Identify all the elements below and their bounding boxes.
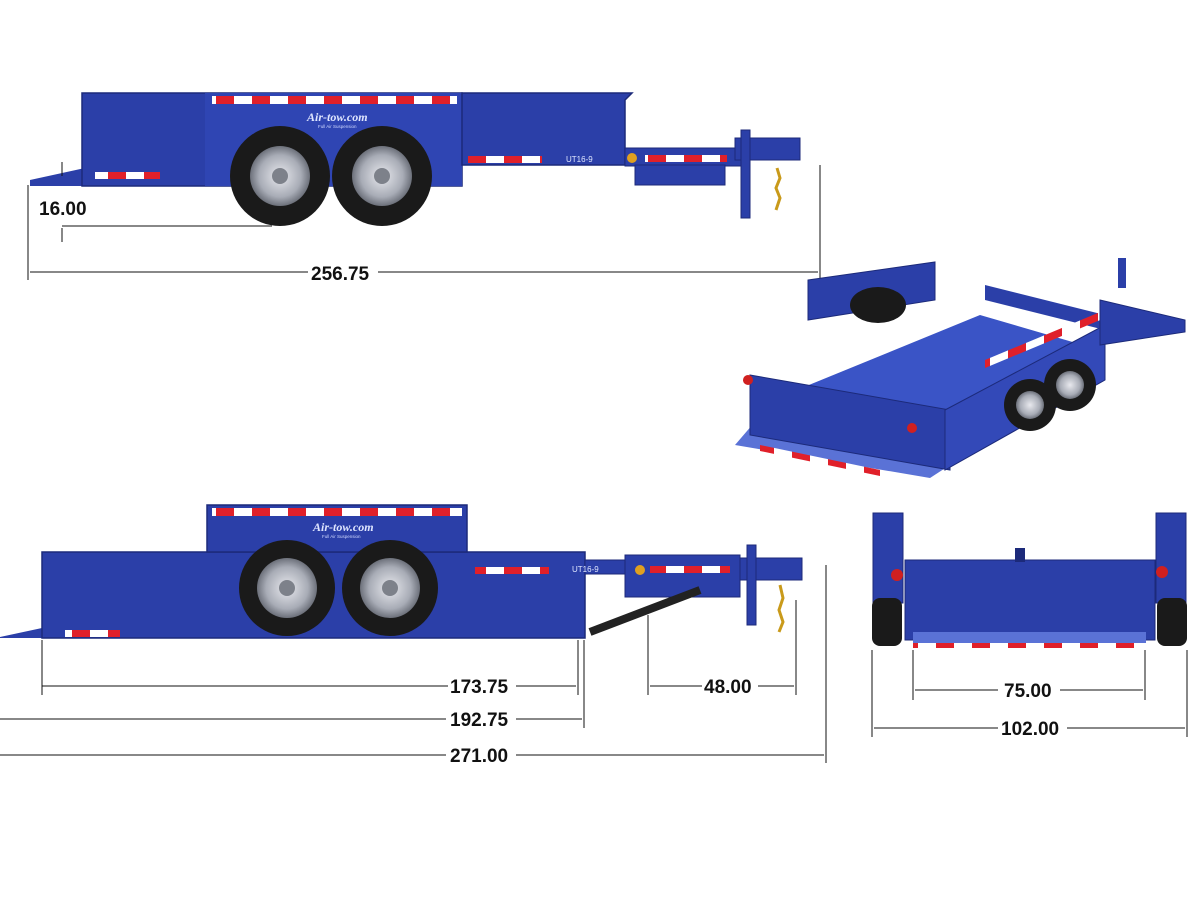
- inside-width-dimension: 75.00: [1004, 681, 1052, 702]
- rear-post: [872, 512, 904, 604]
- dimension-lines: [871, 650, 1188, 737]
- ramp-lip: [30, 168, 85, 186]
- reflector-strip: [650, 566, 730, 573]
- dimension-lines: [0, 565, 827, 763]
- tongue-box: [624, 554, 741, 598]
- coupler: [734, 137, 801, 161]
- reflector-strip: [913, 643, 1146, 648]
- wheel: [850, 287, 906, 323]
- reflector-strip: [475, 567, 549, 574]
- model-label: UT16-9: [572, 565, 599, 574]
- rear-post: [1155, 512, 1187, 604]
- tire: [1157, 598, 1187, 646]
- reflector-strip: [95, 172, 160, 179]
- side-view-top: Air-tow.com Full Air Suspension UT16-9: [27, 92, 821, 285]
- tongue: [1099, 299, 1186, 346]
- jack-stand: [746, 544, 757, 626]
- reflector-strip: [212, 508, 462, 516]
- wheel: [239, 540, 335, 636]
- logo-text: Air-tow.com: [306, 110, 368, 124]
- jack-stand: [740, 129, 751, 219]
- logo-text: Air-tow.com: [312, 520, 374, 534]
- front-wall: [985, 285, 1105, 330]
- front-panel: [461, 92, 634, 166]
- tongue-length-dimension: 48.00: [704, 677, 752, 698]
- coupler: [1015, 548, 1025, 562]
- overall-length-dimension: 256.75: [311, 264, 370, 285]
- reflector-strip: [468, 156, 542, 163]
- dimension-lines: [27, 162, 821, 280]
- tongue-box: [634, 164, 726, 186]
- safety-chain: [774, 167, 782, 211]
- marker-light: [635, 565, 645, 575]
- ramp-lip: [0, 628, 42, 638]
- reflector-strip: [645, 155, 727, 162]
- wheel-rim: [1016, 391, 1044, 419]
- tail-light: [907, 423, 917, 433]
- wheel: [332, 126, 432, 226]
- tail-light: [891, 569, 903, 581]
- wheel: [230, 126, 330, 226]
- tail-light: [1156, 566, 1168, 578]
- tire: [872, 598, 902, 646]
- reflector-strip: [985, 310, 1105, 368]
- reflector-strip: [65, 630, 120, 637]
- reflector-strip: [212, 96, 457, 104]
- safety-chain: [777, 584, 785, 633]
- overall-length-dimension: 271.00: [450, 746, 508, 767]
- isometric-view: [735, 258, 1186, 478]
- marker-light: [627, 153, 637, 163]
- bed-length-dimension: 192.75: [450, 710, 509, 731]
- wheel-rim: [1056, 371, 1084, 399]
- rear-panel: [904, 559, 1156, 641]
- overall-width-dimension: 102.00: [1001, 719, 1059, 740]
- model-label: UT16-9: [566, 155, 593, 164]
- rear-view: 75.00 102.00: [871, 512, 1188, 740]
- jack-stand: [1118, 258, 1126, 288]
- side-view-bottom: Air-tow.com Full Air Suspension UT16-9: [0, 504, 827, 767]
- side-wall: [749, 374, 951, 471]
- wheel: [342, 540, 438, 636]
- logo-subtext: Full Air Suspension: [318, 124, 357, 129]
- deck-height-dimension: 16.00: [39, 199, 87, 220]
- reflector-strip: [760, 445, 880, 476]
- tail-light: [743, 375, 753, 385]
- deck-length-dimension: 173.75: [450, 677, 509, 698]
- logo-subtext: Full Air Suspension: [322, 534, 361, 539]
- tilt-cylinder: [588, 586, 702, 636]
